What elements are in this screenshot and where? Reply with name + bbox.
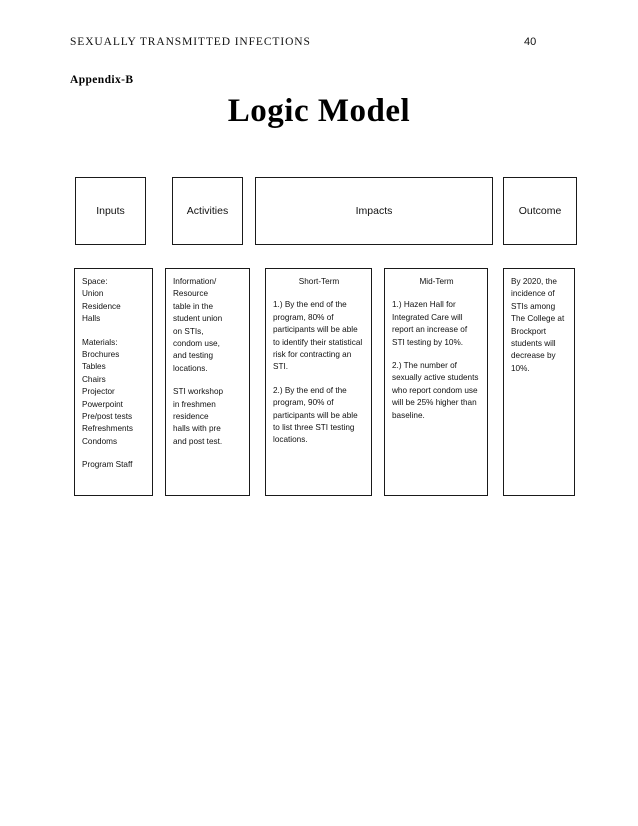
activities-block-resource-table: Information/ Resource table in the stude… xyxy=(173,277,223,373)
activities-block-workshop: STI workshop in freshmen residence halls… xyxy=(173,387,224,446)
inputs-block-space: Space: Union Residence Halls xyxy=(82,277,121,324)
outcome-statement: By 2020, the incidence of STIs among The… xyxy=(511,277,565,373)
column-heading-mid-term: Mid-Term xyxy=(419,277,454,286)
body-box-outcome: By 2020, the incidence of STIs among The… xyxy=(503,268,575,496)
running-head: SEXUALLY TRANSMITTED INFECTIONS xyxy=(70,36,311,48)
body-box-short-term: Short-Term 1.) By the end of the program… xyxy=(265,268,372,496)
short-term-objective-2: 2.) By the end of the program, 90% of pa… xyxy=(273,385,358,445)
inputs-block-staff: Program Staff xyxy=(82,460,133,470)
body-box-inputs: Space: Union Residence Halls Materials: … xyxy=(74,268,153,496)
header-label-inputs: Inputs xyxy=(96,205,125,217)
header-box-inputs: Inputs xyxy=(75,177,146,245)
short-term-objective-1: 1.) By the end of the program, 80% of pa… xyxy=(273,300,363,372)
appendix-label: Appendix-B xyxy=(70,74,134,86)
mid-term-objective-1: 1.) Hazen Hall for Integrated Care will … xyxy=(392,300,468,347)
header-label-activities: Activities xyxy=(186,205,229,217)
page-title: Logic Model xyxy=(227,93,411,129)
header-label-outcome: Outcome xyxy=(518,205,562,217)
inputs-block-materials: Materials: Brochures Tables Chairs Proje… xyxy=(82,337,133,446)
page-number: 40 xyxy=(524,36,537,48)
header-box-activities: Activities xyxy=(172,177,243,245)
body-box-mid-term: Mid-Term 1.) Hazen Hall for Integrated C… xyxy=(384,268,488,496)
column-heading-short-term: Short-Term xyxy=(298,277,340,286)
header-label-impacts: Impacts xyxy=(355,205,393,217)
header-box-impacts: Impacts xyxy=(255,177,493,245)
header-box-outcome: Outcome xyxy=(503,177,577,245)
mid-term-objective-2: 2.) The number of sexually active studen… xyxy=(392,361,479,420)
body-box-activities: Information/ Resource table in the stude… xyxy=(165,268,250,496)
